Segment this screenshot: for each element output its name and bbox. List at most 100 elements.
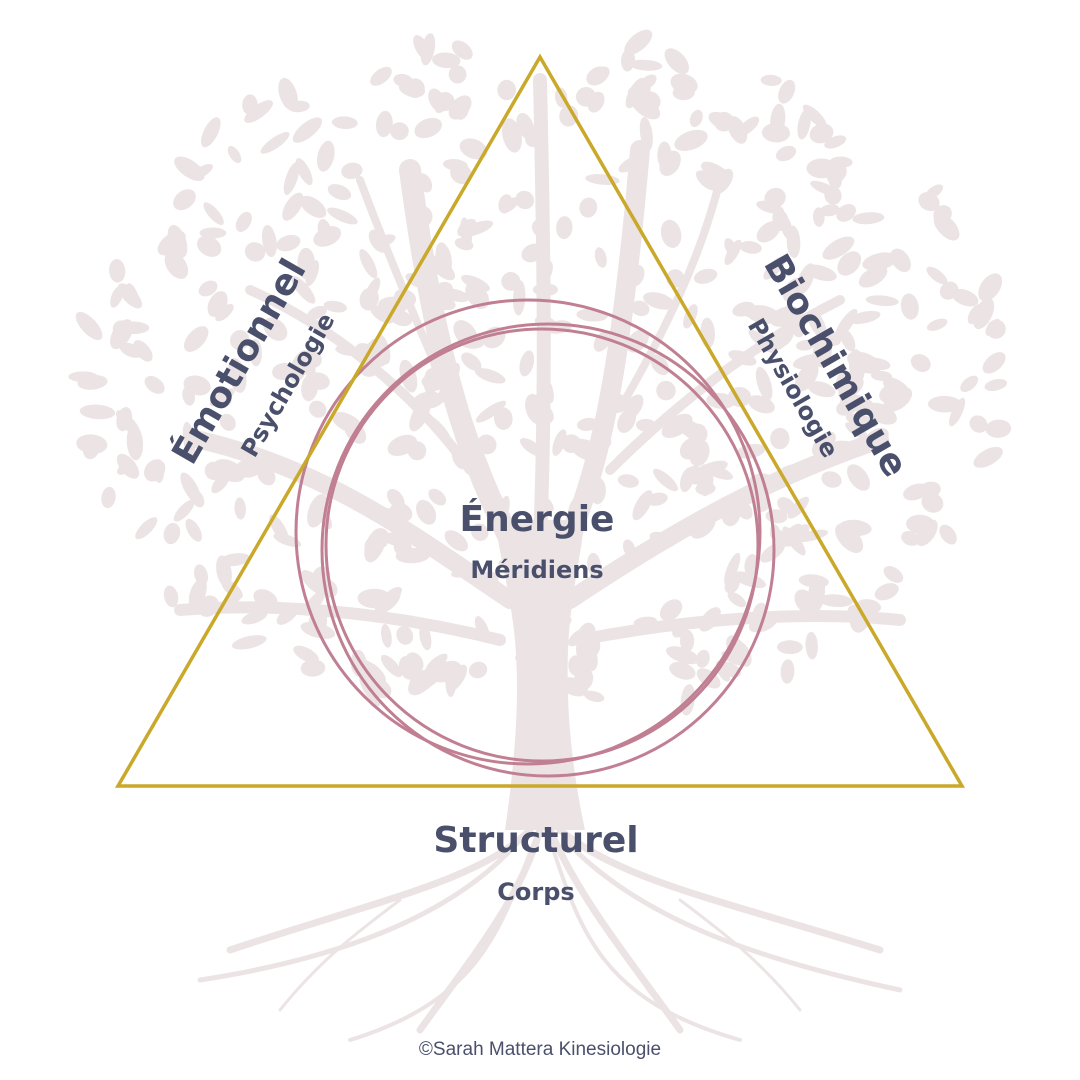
tree-leaf — [737, 116, 760, 137]
tree-leaf — [461, 352, 482, 371]
tree-leaf — [293, 645, 319, 664]
tree-leaf — [661, 413, 693, 439]
tree-leaf — [689, 439, 710, 467]
tree-leaf — [890, 248, 911, 273]
energy-ring — [324, 327, 760, 763]
tree-leaf — [405, 652, 424, 674]
tree-leaf — [576, 417, 599, 431]
tree-leaf — [432, 52, 461, 69]
tree-leaf — [498, 555, 534, 568]
tree-leaf — [770, 427, 790, 450]
tree-leaf — [523, 603, 539, 624]
tree-branch — [561, 431, 889, 609]
tree-leaf — [198, 280, 218, 297]
tree-leaf — [133, 340, 153, 362]
tree-leaf — [583, 690, 605, 703]
tree-leaf — [805, 631, 818, 660]
triangle — [114, 53, 966, 788]
tree-leaf — [669, 661, 696, 680]
tree-leaf — [517, 664, 533, 689]
tree-leaf — [916, 519, 938, 547]
tree-leaf — [760, 74, 782, 87]
tree-branch — [278, 898, 402, 1012]
tree-leaf — [144, 375, 165, 394]
tree-leaf — [807, 309, 827, 338]
tree-leaf — [967, 304, 984, 325]
tree-leaf — [939, 524, 957, 545]
tree-leaf — [425, 653, 448, 674]
tree-leaf — [488, 507, 507, 527]
tree-leaf — [300, 659, 326, 677]
tree-leaf — [795, 362, 819, 392]
tree-leaf — [664, 48, 690, 75]
tree-leaf — [530, 537, 556, 566]
tree-branch — [678, 898, 802, 1012]
tree-leaf — [858, 265, 888, 288]
tree-leaf — [357, 588, 392, 609]
tree-leaf — [465, 282, 490, 309]
tree-leaf — [313, 226, 342, 247]
tree-leaf — [276, 234, 301, 252]
tree-leaf — [531, 219, 550, 238]
tree-leaf — [879, 383, 904, 404]
tree-leaf — [157, 230, 186, 256]
tree-leaf — [782, 526, 806, 556]
tree-leaf — [300, 195, 327, 218]
tree-leaf — [755, 366, 773, 401]
tree-leaf — [82, 435, 100, 460]
tree-leaf — [796, 339, 815, 351]
tree-leaf — [594, 247, 607, 268]
tree-branch — [348, 838, 537, 1042]
tree-leaf — [257, 465, 276, 486]
tree-leaf — [276, 605, 299, 625]
tree-leaf — [584, 637, 601, 658]
tree-leaf — [414, 117, 442, 139]
tree-leaf — [196, 235, 222, 257]
tree-leaf — [525, 397, 554, 424]
tree-leaf — [901, 530, 920, 546]
tree-leaf — [552, 429, 567, 456]
tree-leaf — [794, 529, 829, 543]
tree-leaf — [829, 156, 853, 168]
tree-leaf — [856, 599, 882, 614]
tree-leaf — [451, 40, 473, 60]
tree-leaf — [643, 292, 675, 310]
tree-leaf — [110, 319, 134, 350]
tree-leaf — [75, 311, 103, 341]
tree-leaf — [301, 570, 327, 595]
tree-leaf — [419, 623, 432, 651]
tree-leaf — [632, 490, 653, 521]
tree-leaf — [316, 140, 335, 172]
tree-leaf — [153, 459, 165, 483]
tree-leaf — [203, 202, 224, 226]
tree-branch — [197, 837, 523, 983]
tree-leaf — [695, 482, 716, 495]
tree-leaf — [984, 378, 1008, 392]
tree-leaf — [474, 368, 506, 384]
tree-leaf — [409, 669, 439, 690]
tree-leaf — [331, 116, 358, 130]
tree-leaf — [756, 200, 784, 214]
tree-leaf — [363, 341, 381, 365]
label-corps: Corps — [497, 878, 575, 906]
tree-leaf — [727, 591, 746, 608]
tree-leaf — [416, 499, 437, 525]
tree-leaf — [797, 109, 811, 140]
tree-leaf — [261, 224, 277, 258]
tree-leaf — [838, 377, 864, 400]
tree-leaf — [188, 578, 207, 608]
tree-leaf — [443, 288, 470, 303]
tree-leaf — [199, 227, 227, 239]
tree-leaf — [786, 225, 801, 259]
tree-leaf — [926, 266, 948, 285]
tree-branch — [548, 838, 742, 1042]
tree-leaf — [870, 370, 893, 381]
tree-branch — [533, 73, 551, 547]
tree-leaf — [586, 66, 609, 86]
tree-branch — [556, 826, 884, 954]
tree-leaf — [933, 213, 960, 241]
tree-leaf — [424, 414, 451, 441]
tree-leaf — [423, 368, 438, 396]
tree-leaf — [163, 522, 181, 545]
